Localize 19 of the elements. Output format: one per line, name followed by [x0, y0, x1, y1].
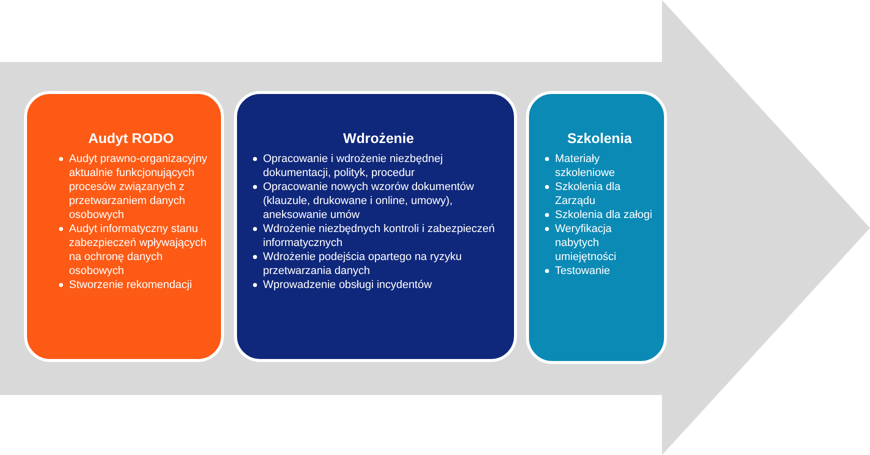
- bullet-item: Audyt informatyczny stanu zabezpieczeń wpływających na ochronę danych osobowych: [69, 223, 207, 277]
- bullet-item: Wdrożenie niezbędnych kontroli i zabezpieczeń informatycznych: [263, 223, 495, 249]
- card-heading: Audyt RODO: [87, 130, 175, 146]
- bullet-item: Wprowadzenie obsługi incydentów: [263, 279, 432, 291]
- bullet-item: Szkolenia dla Zarządu: [555, 181, 620, 207]
- service-card: [234, 91, 517, 362]
- bullet-item: Audyt prawno-organizacyjny aktualnie funkcjonujących procesów związanych z przetwarzaniem danych osobowych: [69, 153, 208, 221]
- bullet-item: Opracowanie nowych wzorów dokumentów (klauzule, drukowane i online, umowy), aneksowanie umów: [263, 181, 474, 221]
- bullet-item: Opracowanie i wdrożenie niezbędnej dokumentacji, polityk, procedur: [263, 153, 443, 179]
- bullet-item: Wdrożenie podejścia opartego na ryzyku przetwarzania danych: [263, 251, 462, 277]
- card-heading: Szkolenia: [566, 130, 633, 146]
- bullet-item: Weryfikacja nabytych umiejętności: [555, 223, 616, 263]
- service-card: [24, 91, 224, 362]
- card-heading: Wdrożenie: [342, 130, 415, 146]
- service-card: [526, 91, 667, 364]
- bullet-item: Szkolenia dla załogi: [555, 209, 652, 221]
- bullet-item: Testowanie: [555, 265, 610, 277]
- bullet-item: Stworzenie rekomendacji: [69, 279, 192, 291]
- bullet-item: Materiały szkoleniowe: [555, 153, 615, 179]
